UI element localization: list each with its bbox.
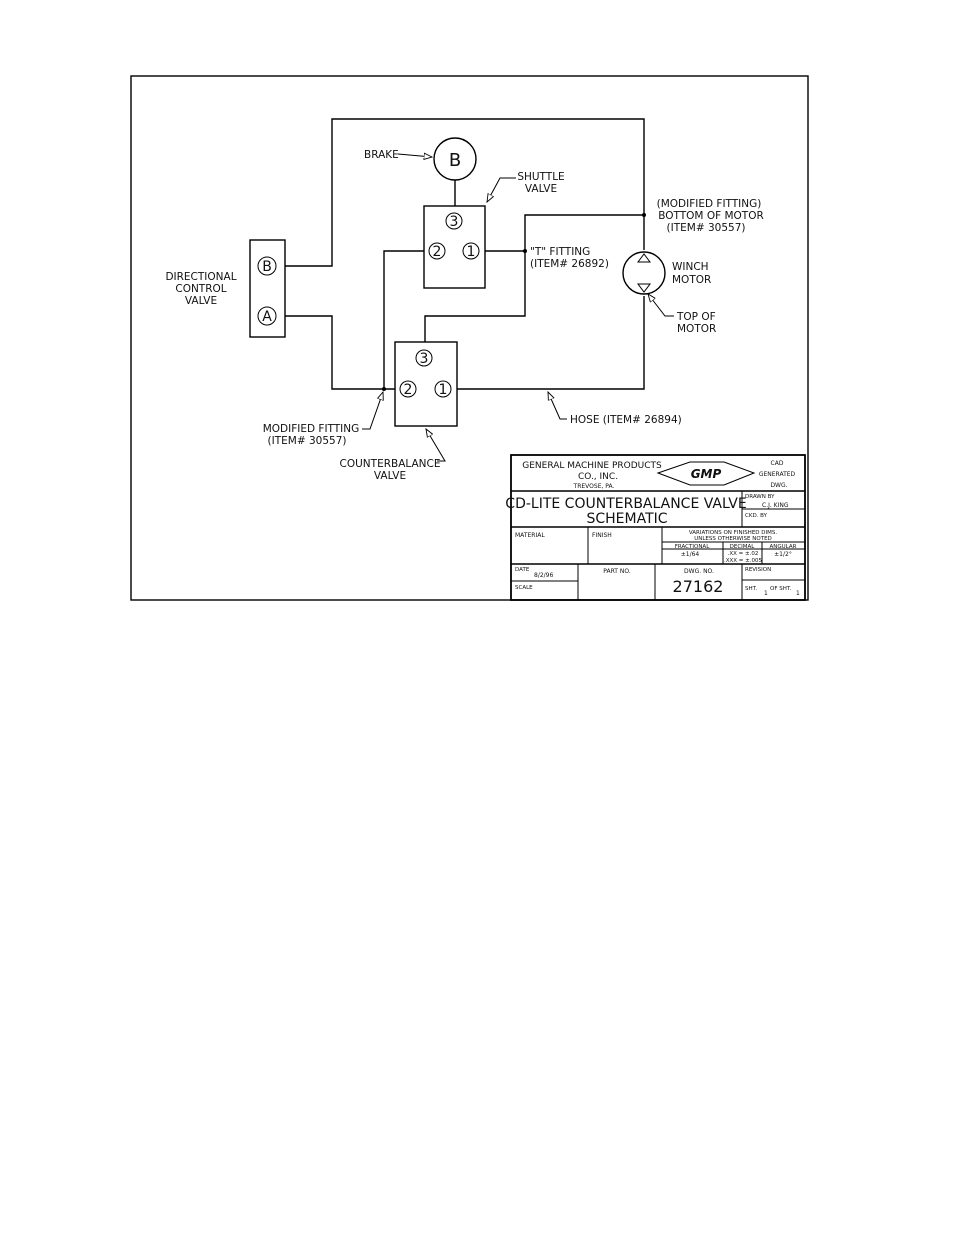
- cad-line3: DWG.: [770, 482, 787, 489]
- modified-fitting-top-dot: [642, 213, 646, 217]
- dcv-label-line2: CONTROL: [175, 283, 226, 295]
- fractional-value: ±1/64: [681, 551, 700, 558]
- drawing-border: [130, 75, 809, 601]
- top-motor-label-line2: MOTOR: [677, 323, 716, 335]
- decimal-value-1: .XX = ±.02: [728, 551, 759, 557]
- mod-fitting-top-line3: (ITEM# 30557): [667, 222, 746, 234]
- angular-value: ±1/2°: [774, 551, 792, 558]
- brake: B: [433, 137, 477, 181]
- dwg-no-label: DWG. NO.: [684, 568, 714, 575]
- top-motor-label-line1: TOP OF: [676, 311, 716, 323]
- dcv-port-a: A: [262, 309, 272, 325]
- mod-fitting-bottom-line2: (ITEM# 30557): [268, 435, 347, 447]
- winch-label-line2: MOTOR: [672, 274, 711, 286]
- dcv-label-line1: DIRECTIONAL: [165, 271, 236, 283]
- t-fitting-dot: [523, 249, 527, 253]
- directional-control-valve: B A: [249, 239, 286, 338]
- counterbalance-label-line2: VALVE: [374, 470, 406, 482]
- scale-label: SCALE: [515, 585, 533, 591]
- sht-label: SHT.: [745, 586, 757, 592]
- brake-port-b: B: [449, 150, 461, 171]
- winch-label-line1: WINCH: [672, 261, 709, 273]
- hydraulic-lines: [285, 118, 645, 390]
- company-line1: GENERAL MACHINE PRODUCTS: [522, 461, 662, 471]
- cb-port-2-label: 2: [404, 382, 413, 398]
- revision-label: REVISION: [745, 567, 771, 573]
- finish-label: FINISH: [592, 532, 612, 539]
- drawing-title-line2: SCHEMATIC: [586, 511, 667, 527]
- drawn-by-value: C.J. KING: [762, 502, 789, 509]
- dwg-no-value: 27162: [673, 577, 724, 596]
- shuttle-port-3-symbol: [445, 212, 463, 230]
- date-label: DATE: [515, 567, 530, 573]
- cb-port-1-label: 1: [439, 382, 448, 398]
- material-label: MATERIAL: [515, 532, 545, 539]
- dcv-label-line3: VALVE: [185, 295, 217, 307]
- ckd-by-label: CKD. BY: [745, 513, 768, 519]
- company-line3: TREVOSE, PA.: [573, 483, 615, 490]
- shuttle-port-1-symbol: [462, 242, 480, 260]
- shuttle-port-3-label: 3: [450, 214, 459, 230]
- mod-fitting-top-line1: (MODIFIED FITTING): [657, 198, 762, 210]
- drawing-title-line1: CD-LITE COUNTERBALANCE VALVE: [505, 496, 746, 512]
- part-no-label: PART NO.: [603, 568, 631, 575]
- of-sht-value: 1: [796, 590, 800, 597]
- sht-value: 1: [764, 590, 768, 597]
- angular-label: ANGULAR: [770, 544, 797, 550]
- counterbalance-label-line1: COUNTERBALANCE: [340, 458, 441, 470]
- variations-line2: UNLESS OTHERWISE NOTED: [694, 536, 772, 542]
- winch-motor: [622, 251, 666, 295]
- fractional-label: FRACTIONAL: [675, 544, 710, 550]
- t-fitting-line2: (ITEM# 26892): [530, 258, 609, 270]
- title-block: [510, 454, 806, 601]
- shuttle-port-1-label: 1: [467, 244, 476, 260]
- shuttle-port-2-symbol: [428, 242, 446, 260]
- dcv-port-b: B: [262, 259, 272, 275]
- brake-label: BRAKE: [364, 149, 399, 161]
- gmp-logo-text: GMP: [691, 467, 722, 481]
- mod-fitting-bottom-line1: MODIFIED FITTING: [263, 423, 360, 435]
- variations-line1: VARIATIONS ON FINISHED DIMS.: [689, 530, 778, 536]
- of-sht-label: OF SHT.: [770, 586, 792, 592]
- decimal-label: DECIMAL: [730, 544, 756, 550]
- modified-fitting-bottom-dot: [382, 387, 386, 391]
- cad-line2: GENERATED: [759, 471, 796, 478]
- date-value: 8/2/96: [534, 572, 553, 579]
- cb-port-3-label: 3: [420, 351, 429, 367]
- counterbalance-valve: 3 2 1: [394, 341, 458, 427]
- t-fitting-line1: "T" FITTING: [530, 246, 590, 258]
- company-line2: CO., INC.: [578, 472, 618, 482]
- shuttle-port-2-label: 2: [433, 244, 442, 260]
- mod-fitting-top-line2: BOTTOM OF MOTOR: [658, 210, 764, 222]
- hose-label: HOSE (ITEM# 26894): [570, 414, 682, 426]
- shuttle-label-line1: SHUTTLE: [517, 171, 564, 183]
- cad-line1: CAD: [771, 460, 784, 467]
- shuttle-valve: [423, 205, 486, 289]
- gmp-logo: GMP: [656, 461, 756, 486]
- decimal-value-2: .XXX = ±.005: [724, 558, 763, 564]
- drawn-by-label: DRAWN BY: [745, 494, 775, 500]
- shuttle-label-line2: VALVE: [525, 183, 557, 195]
